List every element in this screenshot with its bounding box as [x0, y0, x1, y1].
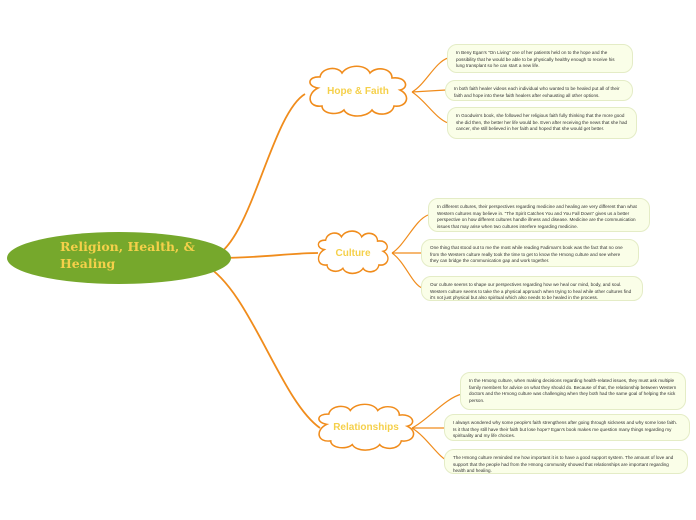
culture-note-3-connector — [391, 252, 423, 289]
branch-culture-cloud[interactable] — [317, 230, 389, 275]
root-title-line-2: Healing — [60, 256, 116, 271]
root-to-relationships-connector — [204, 264, 321, 429]
hope-note-1: In Beny Egan's "On Living" one of her pa… — [447, 44, 633, 73]
hope-note-3-connector — [411, 91, 449, 124]
branch-label-relationships: Relationships — [333, 422, 399, 433]
hope-note-3: In Goodwin's book, she followed her reli… — [447, 107, 637, 139]
branch-hope-faith-cloud[interactable] — [309, 65, 408, 117]
relationships-note-1: In the Hmong culture, when making decisi… — [460, 372, 686, 410]
relationships-note-2: I always wondered why some people's fait… — [444, 414, 690, 441]
root-to-hope-connector — [209, 93, 306, 259]
branch-label-hope-faith: Hope & Faith — [327, 86, 389, 97]
culture-note-3: Our culture seems to shape our perspecti… — [421, 276, 643, 301]
branch-label-culture: Culture — [335, 248, 371, 259]
relationships-note-1-connector — [411, 393, 463, 429]
culture-note-2: One thing that stood out to me the most … — [421, 239, 639, 267]
hope-note-2: In both faith healer videos each individ… — [445, 80, 633, 101]
connector-layer — [204, 57, 463, 463]
culture-note-1-connector — [391, 214, 429, 254]
hope-note-2-connector — [411, 89, 447, 93]
culture-note-1: In different cultures, their perspective… — [428, 198, 650, 232]
root-to-culture-connector — [219, 252, 319, 259]
relationships-note-3: The Hmong culture reminded me how import… — [444, 449, 688, 474]
hope-note-1-connector — [411, 57, 449, 93]
branch-relationships-cloud[interactable] — [318, 403, 415, 451]
root-title-line-1: Religion, Health, & — [60, 239, 195, 254]
root-node[interactable] — [7, 232, 231, 284]
root-title: Religion, Health, & Healing — [60, 238, 220, 272]
